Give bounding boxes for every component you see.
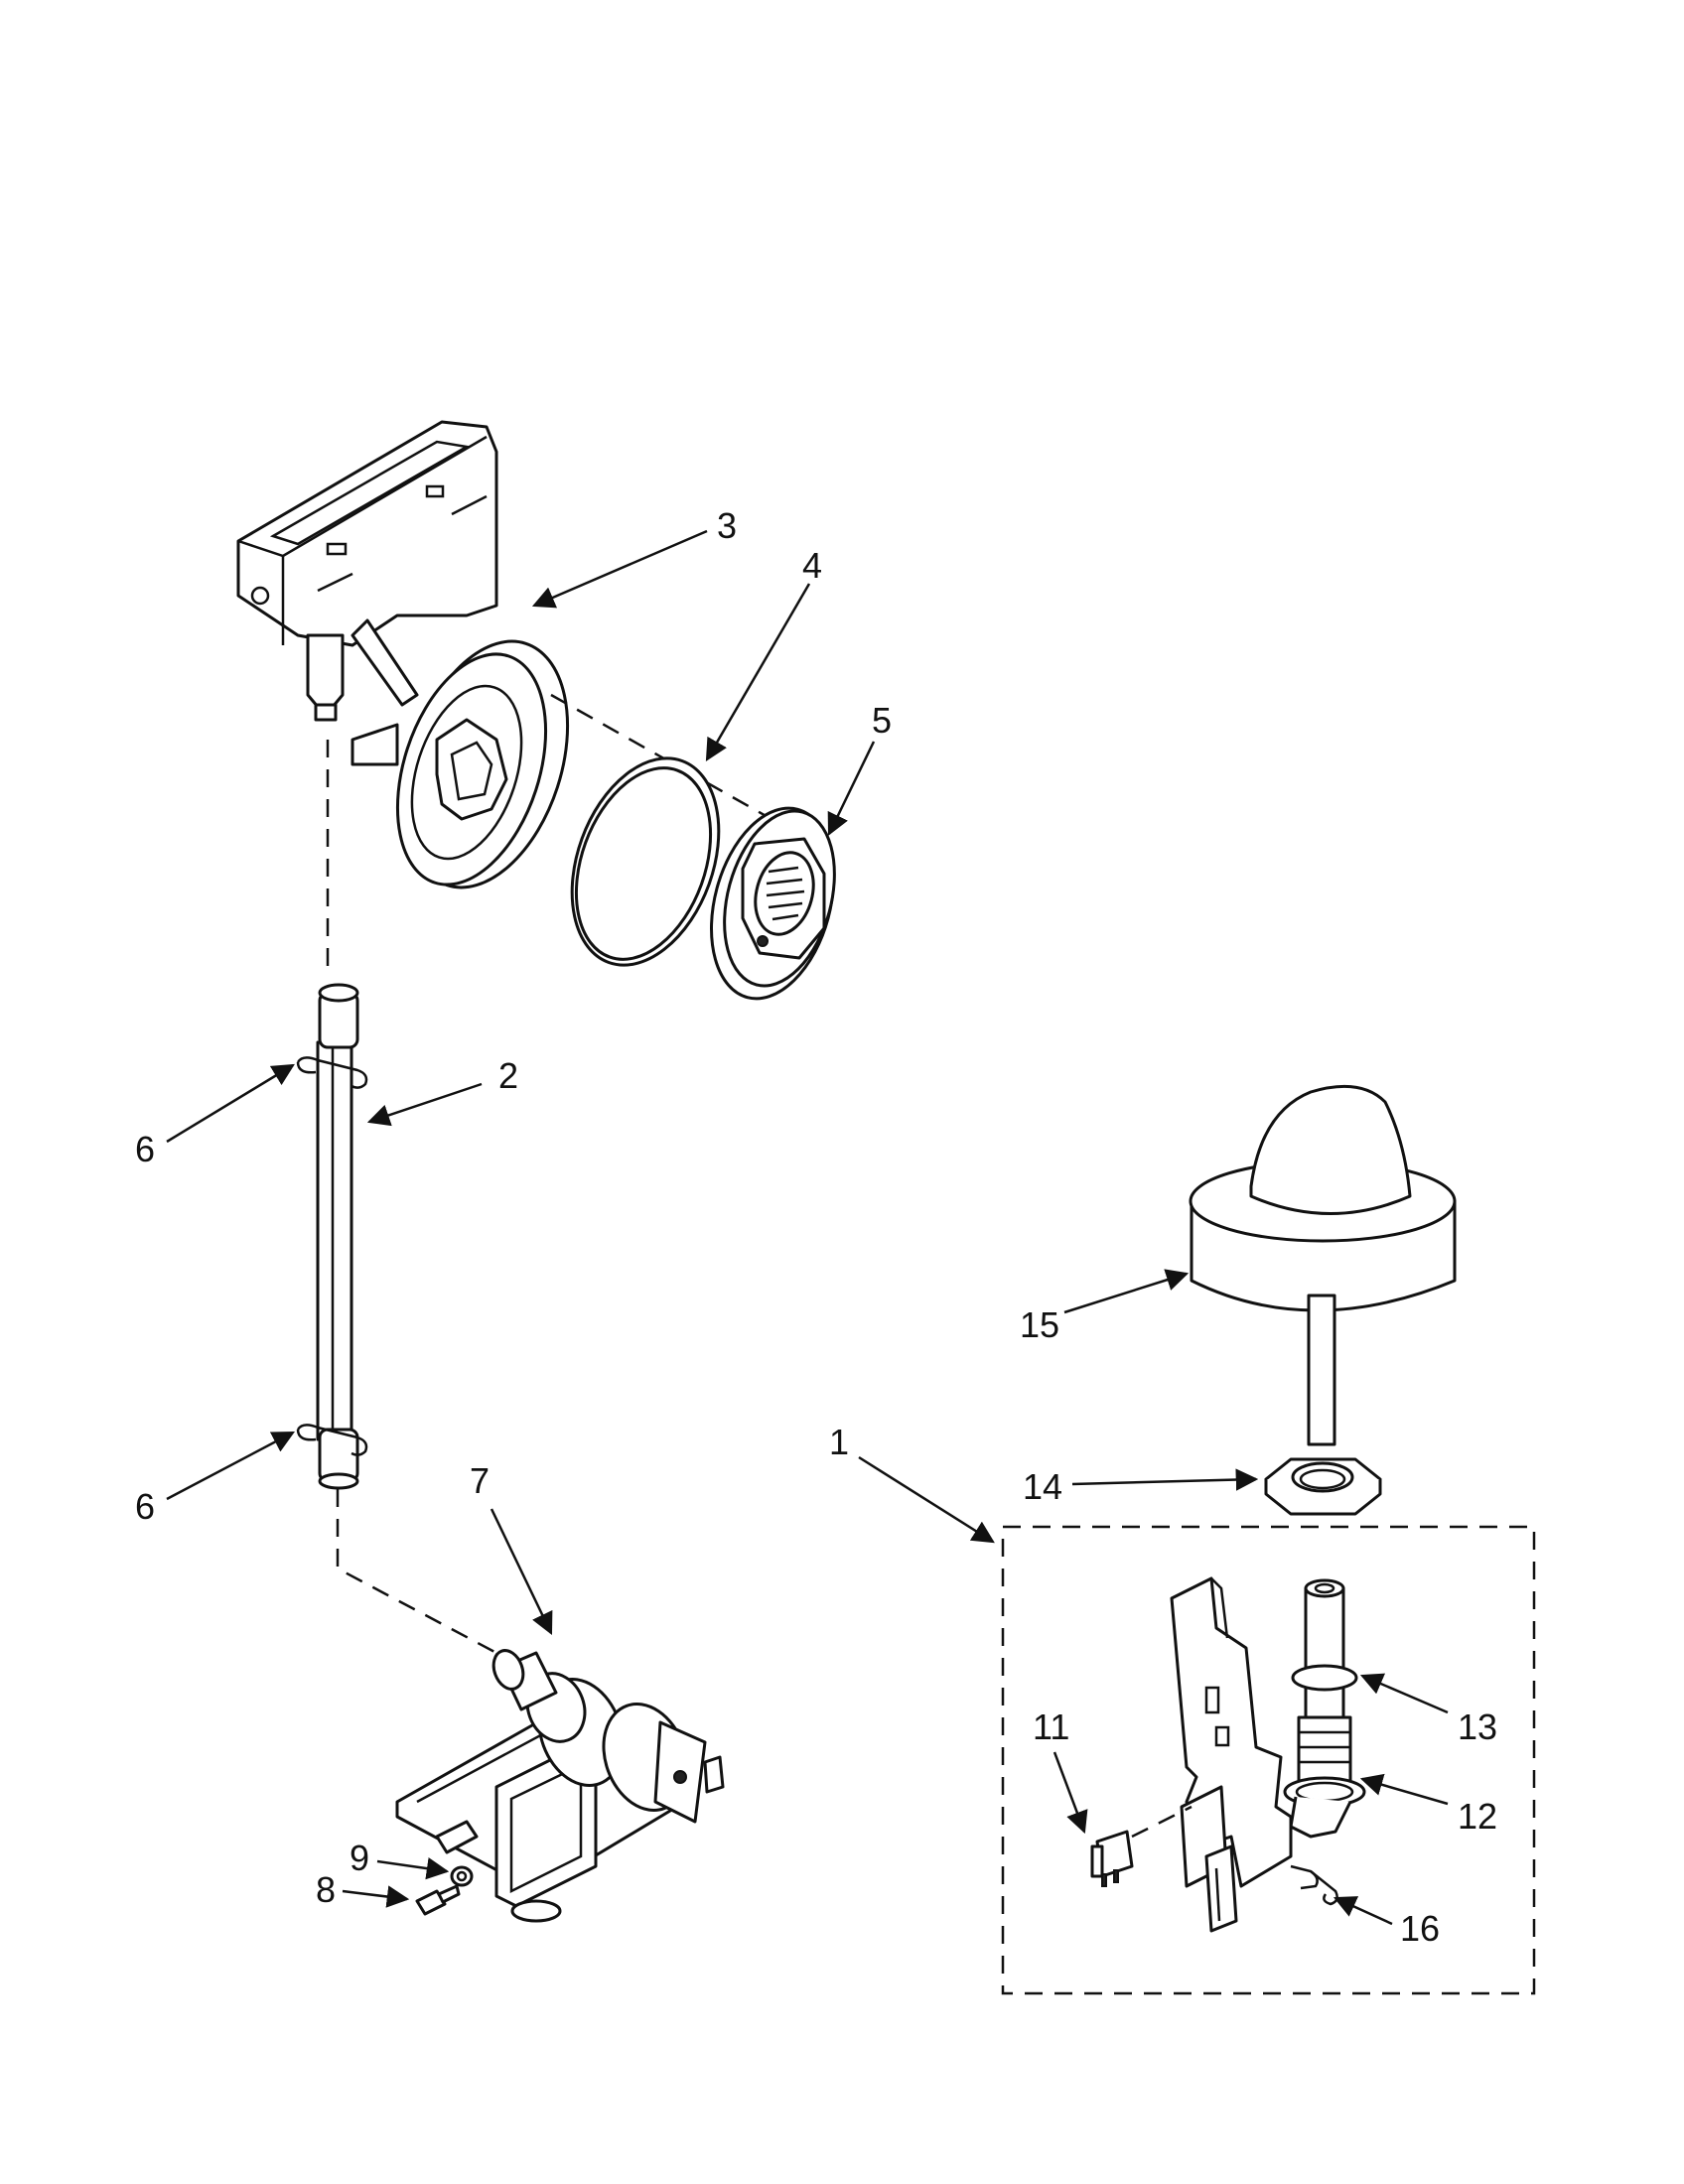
leader-5 xyxy=(827,741,876,837)
callout-3: 3 xyxy=(717,505,737,546)
part-5-filter-cap xyxy=(710,806,836,1001)
leader-lines xyxy=(166,529,1449,1926)
callout-1: 1 xyxy=(829,1422,849,1462)
callout-6-top: 6 xyxy=(135,1129,155,1169)
leader-8 xyxy=(342,1885,410,1908)
leader-12 xyxy=(1359,1773,1449,1806)
leader-6-bottom xyxy=(166,1431,295,1501)
leader-2 xyxy=(366,1082,483,1127)
part-6-hose-clamp-bottom xyxy=(296,1424,368,1456)
hose-bottom-alignment-dash xyxy=(336,1489,497,1655)
leader-3 xyxy=(531,529,708,609)
leader-15 xyxy=(1063,1269,1190,1314)
callout-12: 12 xyxy=(1458,1796,1497,1837)
leader-6-top xyxy=(166,1063,295,1144)
part-8-screw xyxy=(415,1884,461,1916)
switch-alignment-dash xyxy=(1131,1805,1193,1839)
callout-9: 9 xyxy=(350,1838,369,1878)
callout-13: 13 xyxy=(1458,1706,1497,1747)
part-16-wire-clip xyxy=(1290,1864,1338,1906)
leader-7 xyxy=(490,1508,553,1636)
part-15-float-knob xyxy=(1189,1084,1457,1446)
part-3-housing-bracket xyxy=(236,420,570,889)
assembly-1-boundary xyxy=(1001,1525,1536,1995)
part-14-hex-nut xyxy=(1264,1457,1382,1516)
part-6-hose-clamp-top xyxy=(296,1056,368,1089)
part-12-float-nut xyxy=(1283,1715,1366,1839)
part-13-float-stem xyxy=(1291,1578,1358,1729)
part-11-microswitch xyxy=(1090,1830,1134,1887)
callout-5: 5 xyxy=(872,700,892,741)
leader-9 xyxy=(376,1856,450,1880)
leader-16 xyxy=(1333,1896,1393,1926)
callout-2: 2 xyxy=(498,1055,518,1096)
callout-6-bottom: 6 xyxy=(135,1486,155,1527)
callout-11: 11 xyxy=(1033,1706,1069,1747)
callout-labels: 3 4 5 2 6 6 7 9 8 15 14 1 13 12 11 16 xyxy=(135,505,1497,1949)
callout-4: 4 xyxy=(802,545,822,586)
leader-14 xyxy=(1071,1468,1259,1491)
leader-11 xyxy=(1052,1751,1088,1835)
callout-15: 15 xyxy=(1020,1304,1059,1345)
leader-1 xyxy=(858,1455,995,1544)
part-7-valve-assembly xyxy=(395,1649,725,1923)
leader-13 xyxy=(1359,1673,1449,1714)
callout-14: 14 xyxy=(1023,1466,1062,1507)
leader-4 xyxy=(705,583,811,761)
part-4-seal-ring xyxy=(570,756,721,967)
callout-8: 8 xyxy=(316,1869,336,1910)
callout-7: 7 xyxy=(470,1460,490,1501)
part-2-hose xyxy=(316,983,359,1490)
part-1-float-switch-bracket xyxy=(1170,1576,1293,1933)
part-9-washer xyxy=(450,1865,474,1887)
callout-16: 16 xyxy=(1400,1908,1440,1949)
